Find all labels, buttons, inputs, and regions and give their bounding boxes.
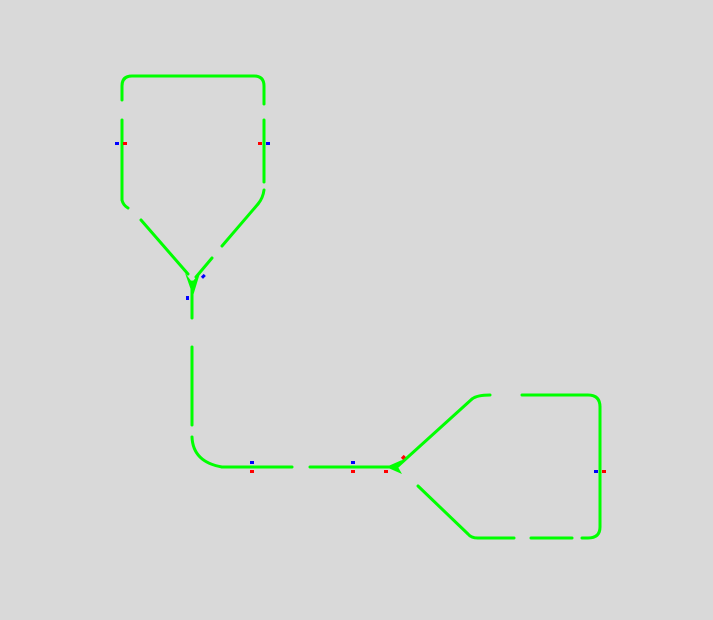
right-loop	[396, 393, 602, 540]
signal-marker-blue-segment	[250, 461, 254, 464]
upper-loop-right-corner	[256, 188, 266, 206]
right-loop-right-side	[580, 405, 602, 540]
signal-marker-red-segment	[351, 470, 355, 473]
signal-marker-right-loop	[594, 470, 606, 473]
signal-marker-blue-segment	[351, 461, 355, 464]
upper-loop-left-diagonal	[139, 218, 190, 276]
signal-marker-red-segment	[258, 142, 262, 145]
connector-corner	[190, 435, 224, 469]
signal-marker-upper-right	[258, 142, 270, 145]
signal-marker-blue-segment	[200, 273, 206, 279]
upper-loop-right-diagonal	[220, 202, 260, 248]
signal-marker-bottom-left	[250, 461, 254, 473]
signal-marker-upper-left	[115, 142, 127, 145]
signal-marker-blue-segment	[266, 142, 270, 145]
right-junction	[386, 460, 402, 474]
upper-loop-top	[120, 74, 266, 106]
upper-loop	[120, 74, 266, 279]
signal-marker-blue-segment	[186, 296, 189, 300]
right-loop-top-right	[520, 393, 602, 409]
vertical-connector	[190, 280, 224, 469]
signal-marker-blue-segment	[115, 142, 119, 145]
right-loop-upper-diagonal	[396, 397, 474, 468]
signal-marker-bottom-middle	[351, 461, 355, 473]
right-loop-lower-diagonal	[416, 484, 480, 540]
right-loop-top-left	[470, 393, 492, 401]
signal-markers	[115, 142, 606, 473]
signal-marker-red-segment	[400, 454, 406, 460]
signal-marker-red-segment	[123, 142, 127, 145]
signal-marker-red-segment	[250, 470, 254, 473]
signal-marker-right-junction	[384, 454, 406, 473]
signal-marker-red-segment	[384, 470, 388, 473]
signal-marker-upper-junction	[186, 273, 206, 300]
signal-marker-blue-segment	[594, 470, 598, 473]
right-junction-point	[386, 460, 402, 474]
signal-marker-red-segment	[602, 470, 606, 473]
upper-loop-left-corner	[120, 198, 130, 210]
upper-loop-right-diagonal-lower	[194, 256, 214, 279]
